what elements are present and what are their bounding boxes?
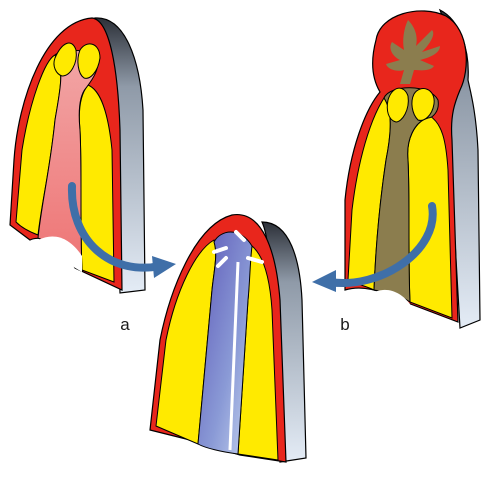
label-b: b [340,315,349,334]
label-a: a [120,315,130,334]
tooth-a [10,18,145,293]
tooth-treated [150,215,306,462]
